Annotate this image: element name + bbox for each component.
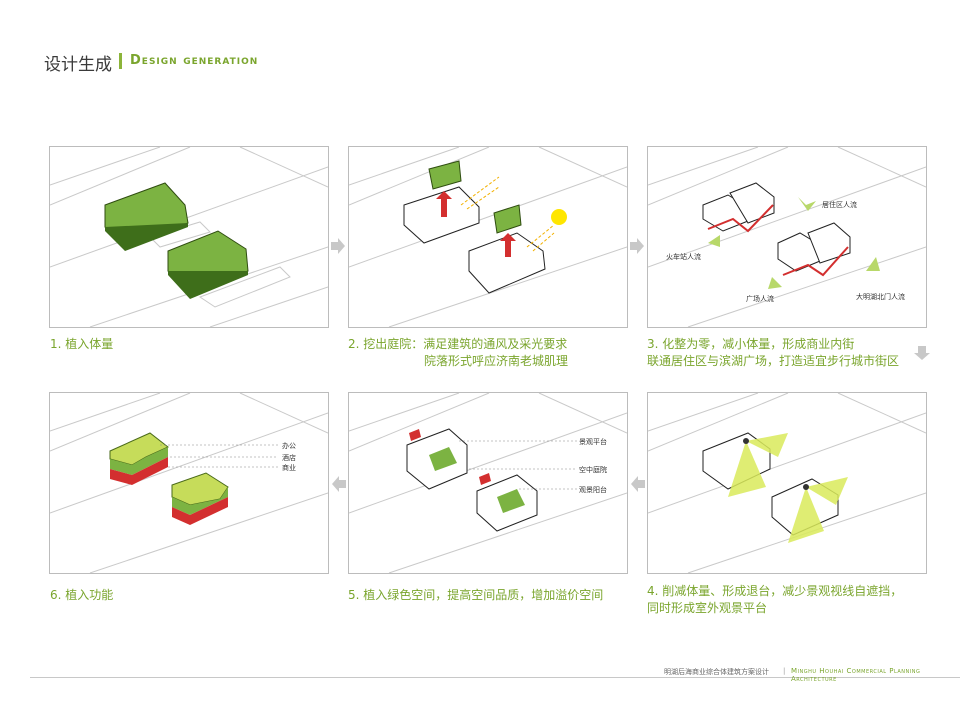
hotel-mass-2 xyxy=(172,487,228,515)
eye-icon-2 xyxy=(803,484,809,490)
inner-street-arrow-1 xyxy=(707,204,774,233)
extracted-mass-1 xyxy=(428,160,462,190)
panel-4-diagram xyxy=(648,393,926,573)
panel-3-split: 居住区人流 火车站人流 广场人流 大明湖北门人流 xyxy=(647,146,927,328)
flow-arrow-left-1 xyxy=(631,476,645,492)
sun-icon xyxy=(551,209,567,225)
footer-project-cn: 明湖后海商业综合体建筑方案设计 xyxy=(664,668,769,676)
footer-separator: | xyxy=(783,667,786,675)
title-divider xyxy=(119,53,122,69)
panel-4-caption: 4. 削减体量、形成退台，减少景观视线自遮挡， 同时形成室外观景平台 xyxy=(647,584,903,615)
eye-icon-1 xyxy=(743,438,749,444)
flow-arrow-right-1 xyxy=(331,238,345,254)
panel-5-green-space: 景观平台 空中庭院 观景阳台 xyxy=(348,392,628,574)
panel-2-caption: 2. 挖出庭院：满足建筑的通风及采光要求 院落形式呼应济南老城肌理 xyxy=(348,337,569,368)
flow-arrow-residential xyxy=(798,197,816,211)
footer-project-en: Minghu Houhai Commercial Planning Archit… xyxy=(791,667,921,683)
label-sky-court: 空中庭院 xyxy=(579,465,607,474)
label-residential: 居住区人流 xyxy=(822,200,857,209)
flow-arrow-plaza xyxy=(768,277,782,289)
label-office: 办公 xyxy=(282,441,296,450)
footer-rule xyxy=(30,677,960,678)
panel-4-terrace xyxy=(647,392,927,574)
label-balcony: 观景阳台 xyxy=(579,485,607,494)
retail-mass-1 xyxy=(110,457,168,485)
panel-5-caption: 5. 植入绿色空间，提高空间品质，增加溢价空间 xyxy=(348,588,604,602)
hotel-mass-1 xyxy=(110,447,168,475)
panel-3-caption: 3. 化整为零，减小体量，形成商业内街 联通居住区与滨湖广场，打造适宜步行城市街… xyxy=(647,337,900,368)
panel-2-courtyard xyxy=(348,146,628,328)
label-plaza: 广场人流 xyxy=(746,294,774,303)
label-retail: 商业 xyxy=(282,463,296,472)
panel-1-diagram xyxy=(50,147,328,327)
panel-2-diagram xyxy=(349,147,627,327)
inner-street-arrow-2 xyxy=(782,246,849,277)
panel-6-caption: 6. 植入功能 xyxy=(50,588,114,602)
page-title-cn: 设计生成 xyxy=(44,55,112,75)
label-station: 火车站人流 xyxy=(666,252,701,261)
panel-1-massing xyxy=(49,146,329,328)
panel-5-diagram: 景观平台 空中庭院 观景阳台 xyxy=(349,393,627,573)
view-cone-3 xyxy=(788,487,824,543)
flow-arrow-right-2 xyxy=(630,238,644,254)
flow-arrow-station xyxy=(708,235,720,247)
lift-arrow-1 xyxy=(436,191,452,217)
panel-3-diagram: 居住区人流 火车站人流 广场人流 大明湖北门人流 xyxy=(648,147,926,327)
page-title-en: Design generation xyxy=(130,53,259,68)
view-cone-2 xyxy=(746,433,788,457)
retail-mass-2 xyxy=(172,497,228,525)
label-gate: 大明湖北门人流 xyxy=(856,292,905,301)
flow-arrow-gate xyxy=(866,257,880,271)
panel-6-functions: 办公 酒店 商业 xyxy=(49,392,329,574)
label-hotel: 酒店 xyxy=(282,453,296,462)
view-cone-4 xyxy=(806,477,848,505)
flow-arrow-left-2 xyxy=(332,476,346,492)
view-cone-1 xyxy=(728,441,766,497)
label-platform: 景观平台 xyxy=(579,437,607,446)
panel-6-diagram: 办公 酒店 商业 xyxy=(50,393,328,573)
extracted-mass-2 xyxy=(493,204,522,234)
lift-arrow-2 xyxy=(500,233,516,257)
flow-arrow-down xyxy=(914,346,930,360)
panel-1-caption: 1. 植入体量 xyxy=(50,337,114,351)
